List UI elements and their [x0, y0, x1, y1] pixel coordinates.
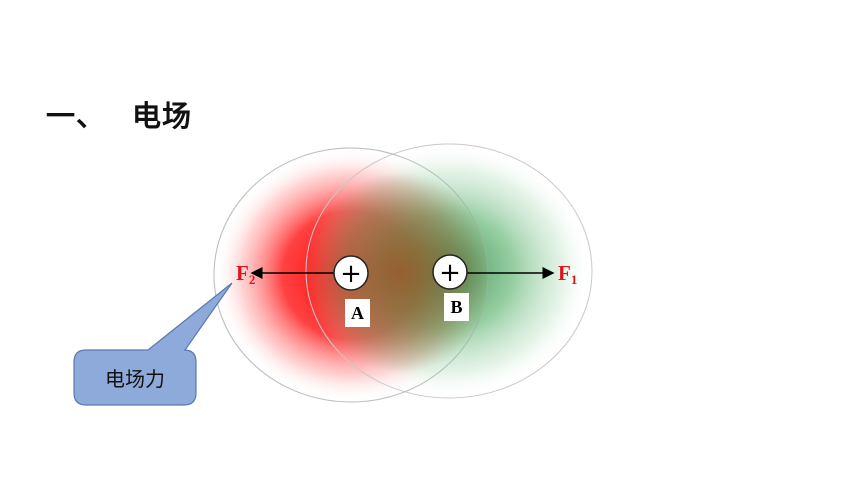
callout-label: 电场力: [105, 366, 165, 391]
force-f2-subscript: 2: [248, 272, 256, 287]
force-f1-subscript: 1: [570, 272, 578, 287]
force-label-f1: F1: [558, 261, 577, 288]
charge-a-label: A: [345, 299, 370, 327]
charge-a: +: [333, 255, 369, 291]
callout-bubble: [73, 282, 233, 406]
section-title: 电场: [132, 99, 193, 133]
force-f1-letter: F: [558, 261, 571, 285]
force-label-f2: F2: [236, 261, 255, 288]
charge-b-label: B: [444, 293, 469, 321]
section-number: 一、: [46, 99, 107, 133]
page-title: 一、电场: [46, 93, 192, 135]
charge-b: +: [432, 254, 468, 290]
charge-b-sign: +: [439, 258, 461, 288]
charge-a-sign: +: [340, 259, 362, 289]
force-f2-letter: F: [236, 261, 249, 285]
field-a-outline: [213, 147, 489, 403]
